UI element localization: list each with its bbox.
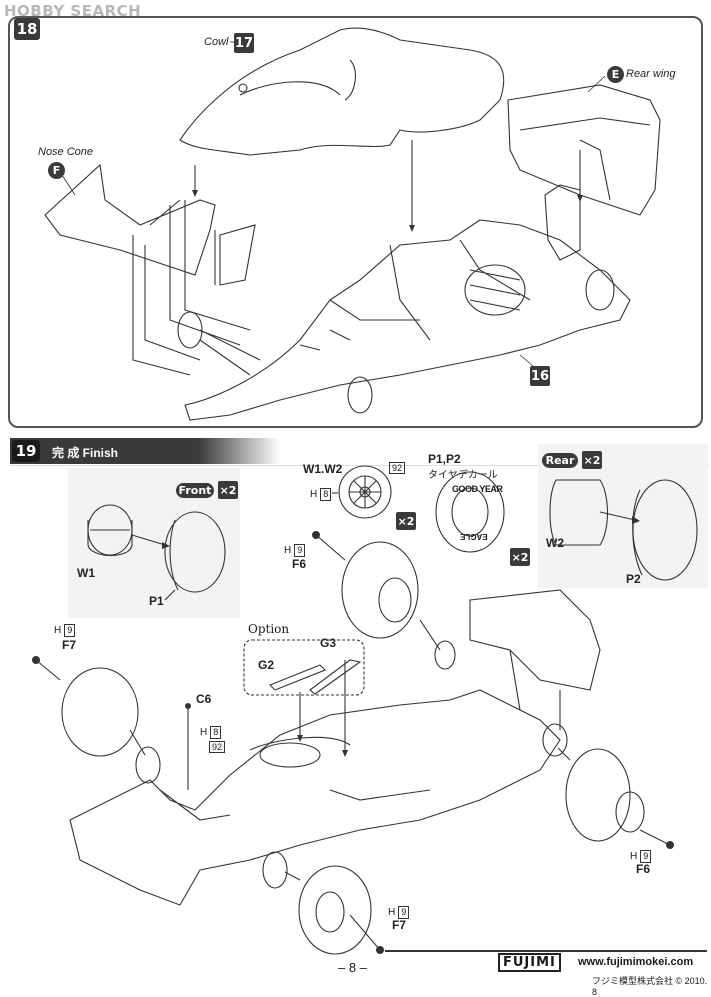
goodyear-text: GOOD YEAR: [452, 484, 503, 494]
cowl-label: Cowl: [204, 36, 229, 48]
rear-badge: Rear: [542, 453, 578, 468]
f7-bottom-label: F7: [392, 918, 407, 932]
decal-part-label: P1,P2: [428, 452, 461, 466]
chassis-step-ref: 16: [530, 366, 550, 386]
option-g2-label: G2: [258, 658, 275, 672]
rear-wheel-label: W2: [546, 536, 564, 550]
wheel-qty: ×2: [396, 512, 416, 530]
step-19-header-bar: [10, 438, 280, 464]
footer-copyright: フジミ模型株式会社 © 2010. 8: [592, 976, 708, 997]
decal-qty: ×2: [510, 548, 530, 566]
f6-top-label: F6: [292, 557, 307, 571]
watermark-text: HOBBY SEARCH: [4, 2, 142, 20]
nose-cone-ref-circle: F: [48, 162, 65, 179]
c6-label: C6: [196, 692, 212, 706]
f7-left-label: F7: [62, 638, 77, 652]
front-badge: Front: [176, 483, 214, 498]
option-g3-label: G3: [320, 636, 337, 650]
footer-url[interactable]: www.fujimimokei.com: [578, 956, 694, 968]
nose-cone-label: Nose Cone: [38, 146, 94, 158]
decal-part-sub: タイヤデカール: [428, 470, 498, 481]
step-18-panel: [8, 16, 703, 428]
front-tire-label: P1: [149, 594, 164, 608]
f6-right-label: F6: [636, 862, 651, 876]
front-qty: ×2: [218, 481, 238, 499]
option-label: Option: [248, 622, 290, 636]
footer-rule: [385, 950, 707, 952]
rear-qty: ×2: [582, 451, 602, 469]
rear-tire-label: P2: [626, 572, 641, 586]
step-19-number: 19: [12, 440, 40, 462]
fujimi-logo: FUJIMI: [498, 953, 561, 972]
eagle-text: EAGLE: [460, 532, 488, 541]
rear-wing-label: Rear wing: [626, 68, 676, 80]
step-19-title: 完 成 Finish: [52, 446, 119, 460]
front-wheel-label: W1: [77, 566, 95, 580]
wheel-color-code: 92: [389, 462, 406, 474]
c6-color-code: 92: [209, 741, 226, 753]
step-18-number: 18: [14, 18, 40, 40]
rear-wing-ref-circle: E: [607, 66, 624, 83]
wheel-part-label: W1.W2: [303, 462, 343, 476]
page-number: – 8 –: [338, 960, 367, 975]
cowl-step-ref: 17: [234, 33, 254, 53]
